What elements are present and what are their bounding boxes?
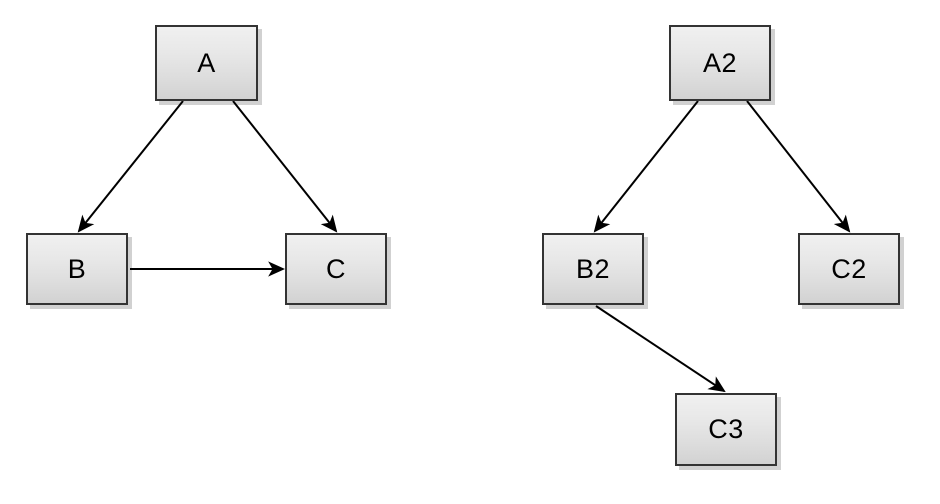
node-label: A bbox=[197, 47, 216, 78]
node-label: C3 bbox=[708, 414, 744, 444]
node-label: C2 bbox=[831, 253, 867, 284]
node-label: B2 bbox=[575, 253, 611, 284]
node-a[interactable]: A bbox=[155, 25, 258, 101]
node-label: C bbox=[326, 253, 346, 284]
edge-a-to-b[interactable] bbox=[77, 100, 184, 233]
node-c[interactable]: C bbox=[285, 233, 387, 305]
node-label: A2 bbox=[702, 47, 738, 78]
edge-b2-to-c3[interactable] bbox=[595, 305, 726, 393]
edge-a-to-c[interactable] bbox=[232, 100, 338, 233]
edge-a2-to-b2[interactable] bbox=[593, 100, 699, 233]
edges-group bbox=[77, 100, 851, 393]
node-b[interactable]: B bbox=[26, 233, 128, 305]
node-label: B bbox=[67, 253, 87, 284]
edge-a2-to-c2[interactable] bbox=[746, 100, 851, 233]
node-c2[interactable]: C2 bbox=[798, 233, 900, 305]
node-a2[interactable]: A2 bbox=[669, 25, 771, 101]
node-c3[interactable]: C3 bbox=[675, 393, 777, 466]
node-b2[interactable]: B2 bbox=[542, 233, 644, 305]
